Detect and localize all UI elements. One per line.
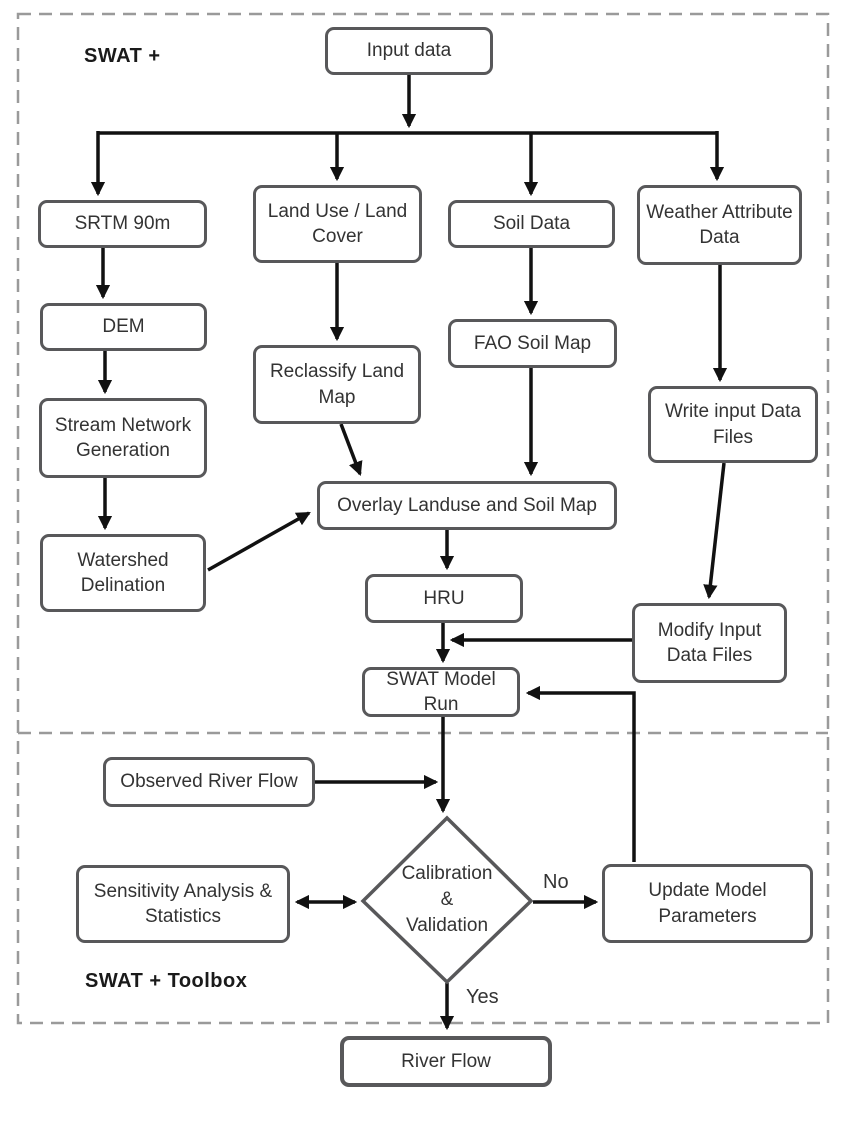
node-weather-data: Weather Attribute Data: [637, 185, 802, 265]
node-srtm-90m: SRTM 90m: [38, 200, 207, 248]
edge-watershed-to-overlay: [207, 511, 311, 572]
node-hru: HRU: [365, 574, 523, 623]
edge-writeinput-to-modify: [703, 462, 726, 600]
node-soil-data: Soil Data: [448, 200, 615, 248]
node-modify-input: Modify Input Data Files: [632, 603, 787, 683]
decision-line-3: Validation: [405, 915, 489, 936]
section-title-swat-toolbox: SWAT + Toolbox: [85, 970, 248, 992]
swat-plus-boundary: [16, 12, 830, 1025]
edge-label-no: No: [541, 871, 571, 894]
node-watershed: Watershed Delination: [40, 534, 206, 612]
edge-label-yes: Yes: [464, 986, 501, 1009]
node-observed-flow: Observed River Flow: [103, 757, 315, 807]
edge-update-to-swatrun: [525, 685, 636, 862]
edge-reclassify-to-overlay: [339, 423, 363, 477]
node-input-data: Input data: [325, 27, 493, 75]
node-sensitivity: Sensitivity Analysis & Statistics: [76, 865, 290, 943]
node-update-params: Update Model Parameters: [602, 864, 813, 943]
decision-diamond: [360, 815, 534, 985]
decision-label: Calibration & Validation: [367, 861, 527, 939]
node-dem: DEM: [40, 303, 207, 351]
node-stream-network: Stream Network Generation: [39, 398, 207, 478]
node-swat-model-run: SWAT Model Run: [362, 667, 520, 717]
node-land-use: Land Use / Land Cover: [253, 185, 422, 263]
node-reclassify: Reclassify Land Map: [253, 345, 421, 424]
node-write-input: Write input Data Files: [648, 386, 818, 463]
decision-line-1: Calibration: [401, 863, 493, 884]
section-title-swat-plus: SWAT +: [84, 45, 161, 67]
node-fao-soil-map: FAO Soil Map: [448, 319, 617, 368]
node-river-flow: River Flow: [340, 1036, 552, 1087]
decision-line-2: &: [440, 889, 454, 910]
node-overlay: Overlay Landuse and Soil Map: [317, 481, 617, 530]
